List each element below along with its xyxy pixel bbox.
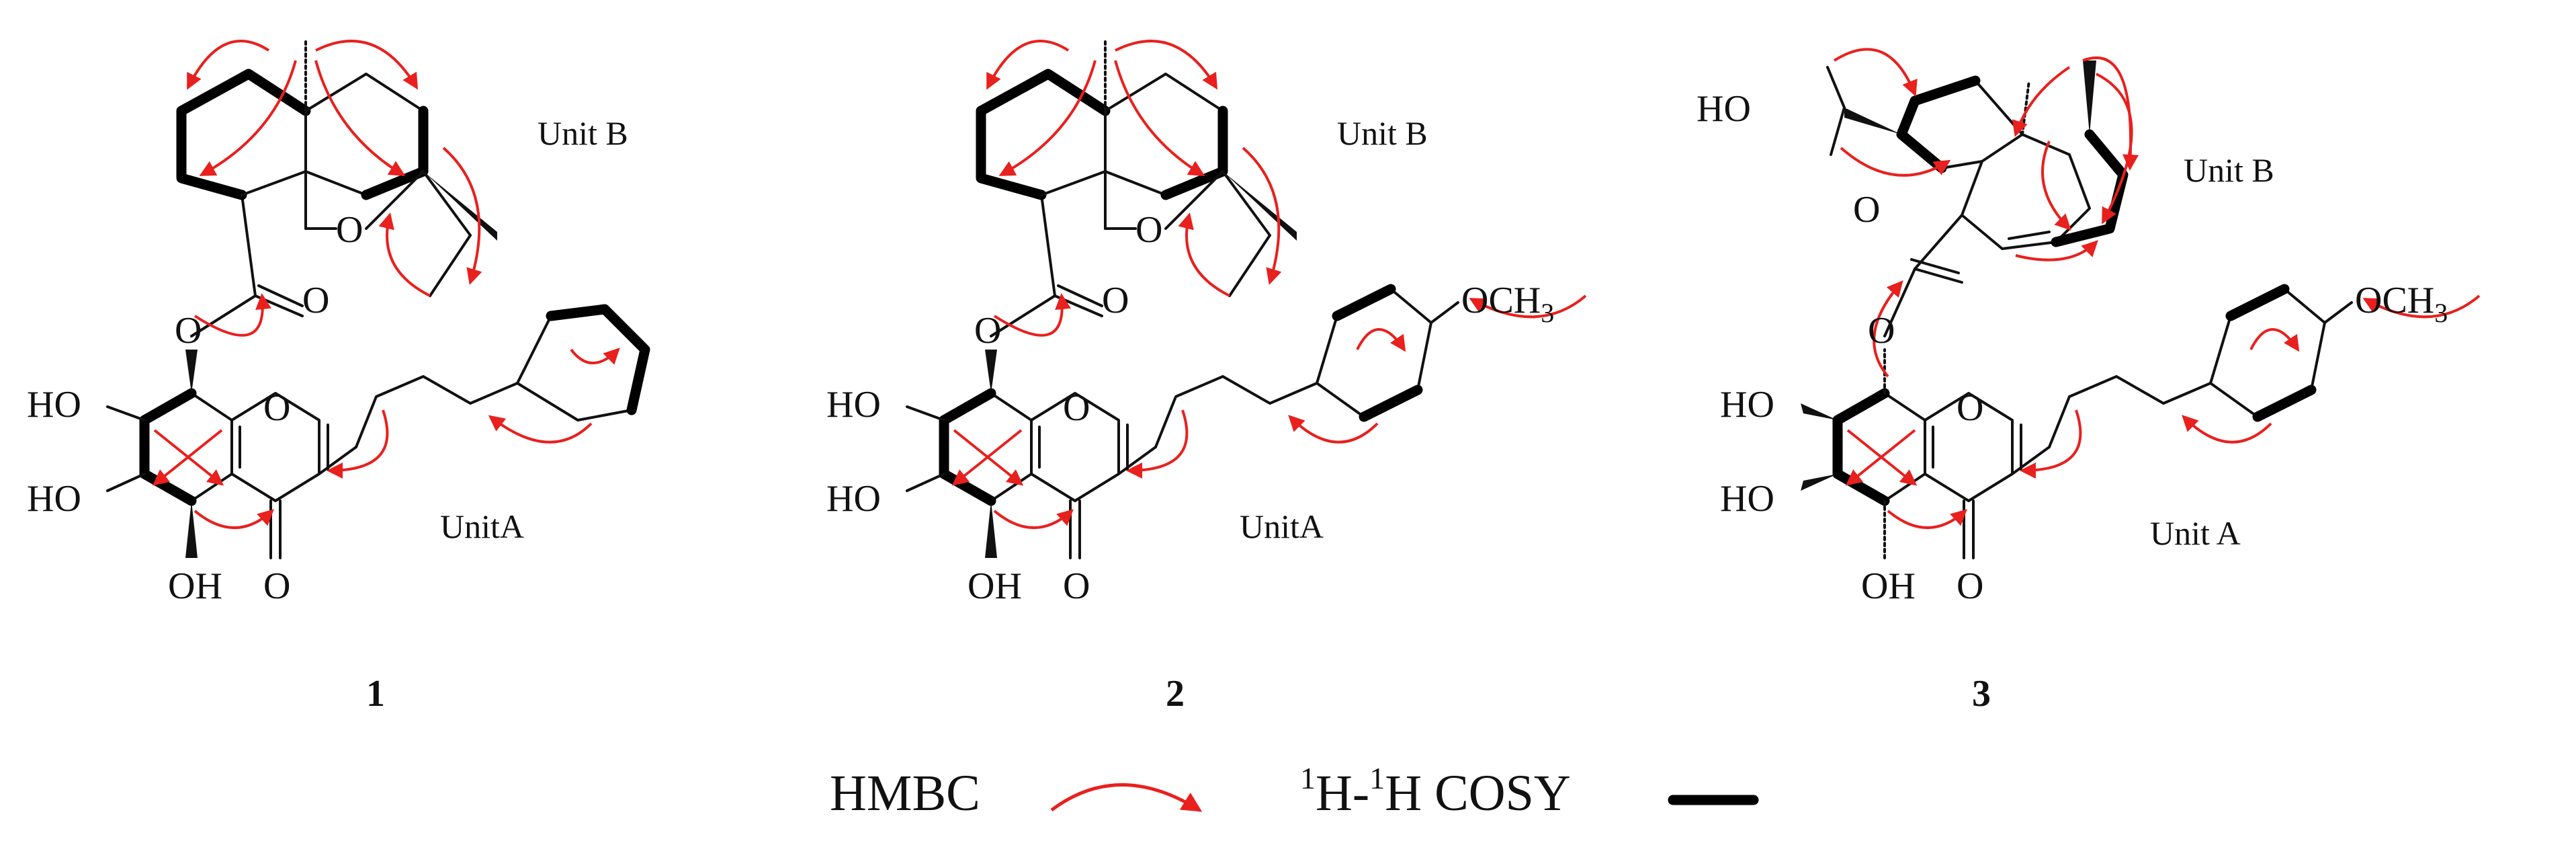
- compound-3-tertiary-hydroxyl: HO: [1697, 88, 1751, 130]
- compound-1-unit-b: [176, 39, 497, 337]
- methoxy-subscript: 3: [2434, 298, 2448, 328]
- legend-cosy-h2: H COSY: [1385, 765, 1571, 821]
- compound-3-hydroxyl-c5: OH: [1861, 565, 1916, 607]
- legend-hmbc-label: HMBC: [830, 765, 980, 821]
- compound-1-unit-a: [106, 304, 650, 559]
- methoxy-subscript: 3: [1541, 298, 1554, 328]
- compound-1-carbonyl-oxygen: O: [302, 280, 329, 321]
- compound-2-methoxy-label: OCH: [1461, 280, 1541, 321]
- compound-2-hydroxyl-c5: OH: [968, 565, 1022, 607]
- legend-cosy-text: 1H-1H COSY: [1300, 761, 1571, 821]
- compound-3-unit-a: [1801, 284, 2353, 559]
- compound-2-ester-oxygen: O: [974, 310, 1001, 352]
- compound-1-hydroxyl-c7: HO: [27, 478, 81, 520]
- legend-hmbc-arrow-icon: [1050, 783, 1203, 812]
- compound-1-hmbc-arrows: [152, 40, 620, 529]
- compound-1-unit-b-label: Unit B: [538, 114, 628, 152]
- legend: HMBC 1H-1H COSY: [830, 761, 1759, 821]
- legend-cosy-h1: H-: [1316, 765, 1369, 821]
- compound-2-methoxy-group: OCH3: [1461, 280, 1554, 328]
- compound-1-hydroxyl-c6: HO: [27, 384, 81, 426]
- compound-1-ether-oxygen: O: [336, 209, 363, 251]
- compound-2-structure: O O O O O HO HO OH OCH3 Unit B UnitA 2: [826, 39, 1587, 715]
- compound-2-unit-b-label: Unit B: [1337, 114, 1428, 152]
- compound-2-ketone-oxygen: O: [1063, 565, 1090, 607]
- compound-3-ketone-oxygen: O: [1957, 565, 1983, 607]
- compound-2-carbonyl-oxygen: O: [1102, 280, 1129, 321]
- compound-3-methoxy-group: OCH3: [2355, 280, 2448, 328]
- compound-2-unit-a-label: UnitA: [1240, 508, 1324, 545]
- compound-3-ring-oxygen: O: [1957, 387, 1983, 429]
- compound-2-hydroxyl-c7: HO: [826, 478, 881, 520]
- compound-2-unit-a: [906, 284, 1459, 559]
- compound-3-carbonyl-oxygen: O: [1853, 189, 1880, 231]
- compound-1-ring-oxygen: O: [263, 387, 290, 429]
- compound-2-ether-oxygen: O: [1135, 209, 1162, 251]
- legend-cosy-superscript-2: 1: [1369, 761, 1385, 795]
- compound-2-hydroxyl-c6: HO: [826, 384, 881, 426]
- compound-3-hmbc-arrows: [1833, 48, 2481, 529]
- compound-1-hydroxyl-c5: OH: [168, 565, 222, 607]
- compound-1-number: 1: [366, 673, 385, 715]
- compound-3-ester-oxygen: O: [1868, 310, 1895, 352]
- compound-3-methoxy-label: OCH: [2355, 280, 2434, 321]
- compound-3-hydroxyl-c6: HO: [1720, 384, 1774, 426]
- compound-2-ring-oxygen: O: [1063, 387, 1090, 429]
- compound-1-ester-oxygen: O: [175, 310, 202, 352]
- compound-3-hydroxyl-c7: HO: [1720, 478, 1774, 520]
- compound-3-structure: O O O O HO HO HO OH OCH3 Unit B Unit A 3: [1697, 48, 2481, 715]
- legend-cosy-superscript-1: 1: [1300, 761, 1316, 795]
- compound-3-number: 3: [1972, 673, 1991, 715]
- compound-3-unit-b-label: Unit B: [2184, 151, 2274, 189]
- compound-3-unit-a-label: Unit A: [2150, 514, 2241, 552]
- compound-2-unit-b: [976, 39, 1297, 337]
- compound-1-structure: O O O O O HO HO OH Unit B UnitA 1: [27, 39, 650, 715]
- compound-2-number: 2: [1166, 673, 1185, 715]
- compound-1-ketone-oxygen: O: [263, 565, 290, 607]
- compound-1-unit-a-label: UnitA: [440, 508, 524, 545]
- compound-2-hmbc-arrows: [951, 40, 1587, 529]
